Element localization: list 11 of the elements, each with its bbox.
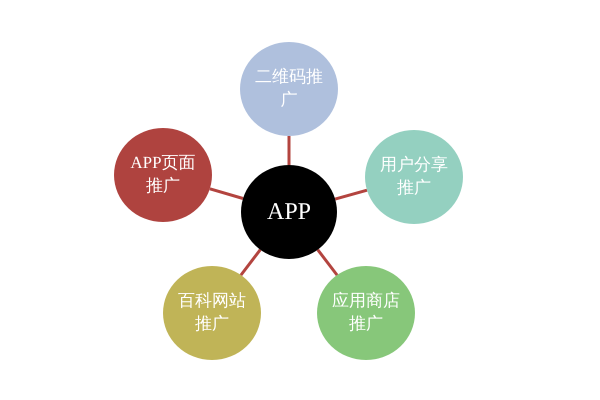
connector-line	[209, 187, 244, 200]
circle-node: 用户分享推广	[365, 130, 463, 224]
circle-node: 应用商店推广	[317, 266, 415, 360]
circle-node: 二维码推广	[240, 42, 338, 136]
circle-node: 百科网站推广	[163, 266, 261, 360]
connector-line	[288, 136, 290, 165]
hub-circle: APP	[241, 165, 337, 259]
connector-line	[334, 188, 368, 201]
circle-node: APP页面推广	[114, 128, 212, 222]
connector-line	[316, 248, 338, 276]
connector-line	[240, 248, 262, 276]
